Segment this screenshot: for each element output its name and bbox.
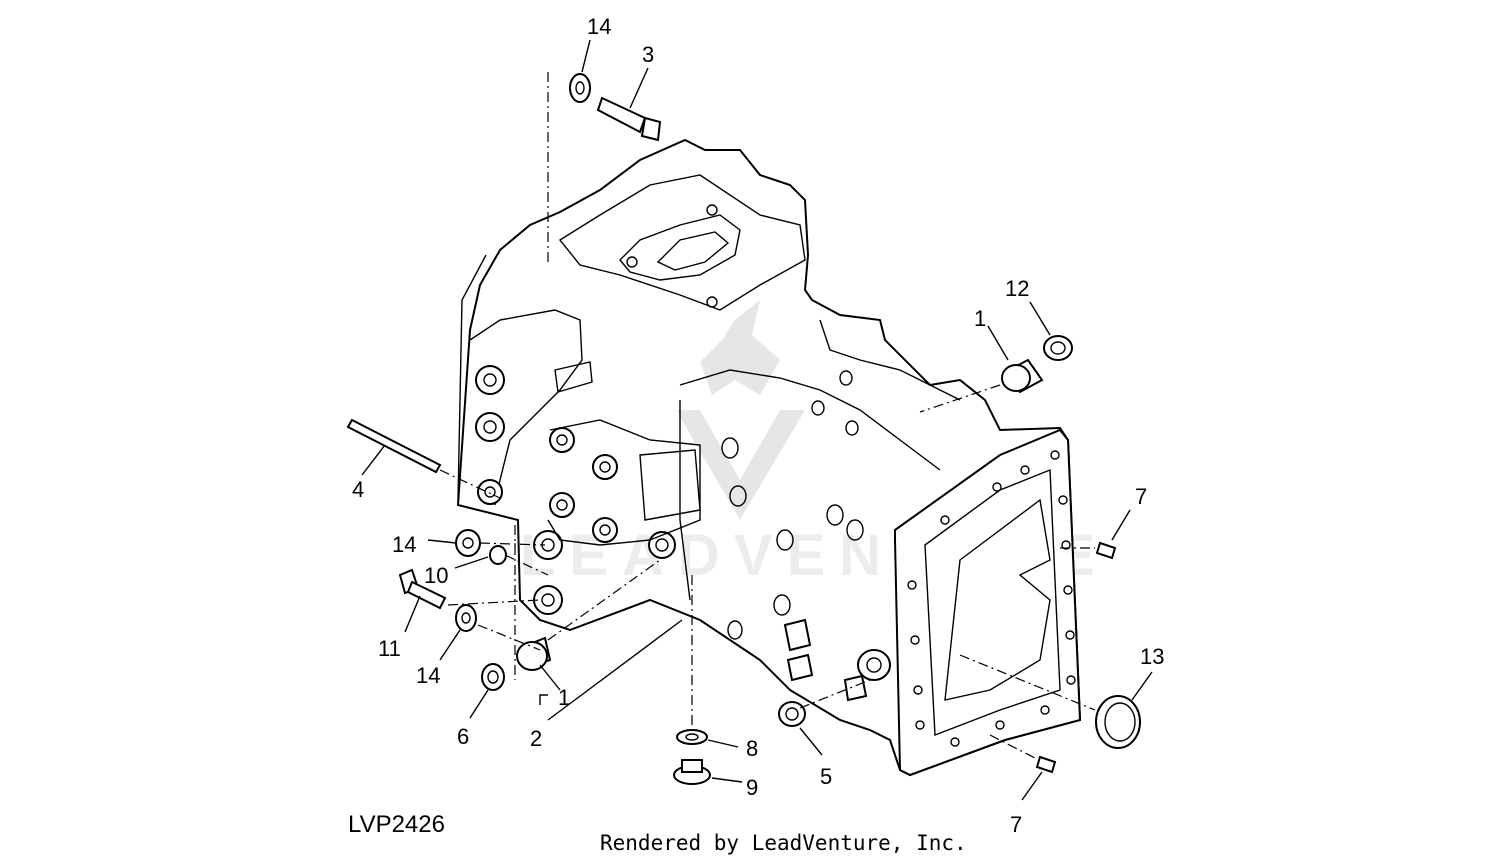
washer-14-top: [569, 73, 591, 103]
bushing-1-lower: [516, 636, 552, 671]
leader-lines: [361, 39, 1153, 801]
bushing-1-right: [1001, 358, 1044, 394]
washer-14-lower: [455, 604, 477, 632]
callouts: 14 3 12 1 4 7 14 10 11 14 6 1 2 8 9 5 13…: [352, 14, 1164, 837]
seal-12: [1043, 335, 1073, 361]
callout-14-top: 14: [587, 14, 611, 39]
callout-4: 4: [352, 477, 364, 502]
nut-10: [489, 545, 507, 565]
side-ports: [721, 370, 891, 702]
callout-5: 5: [820, 764, 832, 789]
pin-7-lower: [1035, 755, 1057, 774]
callout-14-left: 14: [392, 532, 416, 557]
plug-9: [673, 759, 711, 785]
bolt-3: [596, 96, 662, 142]
callout-10: 10: [424, 563, 448, 588]
seal-ring-13: [1095, 695, 1141, 749]
seal-5: [778, 701, 806, 727]
pin-7-upper: [1095, 541, 1117, 560]
rear-flange: [894, 428, 1082, 777]
callout-7-upper: 7: [1135, 484, 1147, 509]
callout-8: 8: [746, 736, 758, 761]
callout-7-lower: 7: [1010, 812, 1022, 837]
transmission-housing: [456, 138, 1082, 777]
bolt-11: [398, 568, 447, 610]
callout-14-lower: 14: [416, 663, 440, 688]
washer-8: [676, 729, 708, 745]
credit-text: Rendered by LeadVenture, Inc.: [600, 831, 967, 855]
seal-6: [481, 663, 505, 691]
reference-code: LVP2426: [348, 811, 445, 838]
callout-13: 13: [1140, 644, 1164, 669]
callout-1-right: 1: [974, 306, 986, 331]
washer-14-left: [455, 529, 481, 557]
flange-bolt-holes: [907, 450, 1076, 747]
assembly-lines: [439, 72, 1096, 759]
callout-9: 9: [746, 775, 758, 800]
callout-1-lower: 1: [558, 685, 570, 710]
callout-11: 11: [378, 636, 401, 661]
parts: [346, 73, 1141, 785]
callout-2: 2: [530, 726, 542, 751]
callout-12: 12: [1005, 276, 1029, 301]
callout-3: 3: [642, 42, 654, 67]
stud-4: [346, 418, 442, 474]
callout-6: 6: [457, 724, 469, 749]
